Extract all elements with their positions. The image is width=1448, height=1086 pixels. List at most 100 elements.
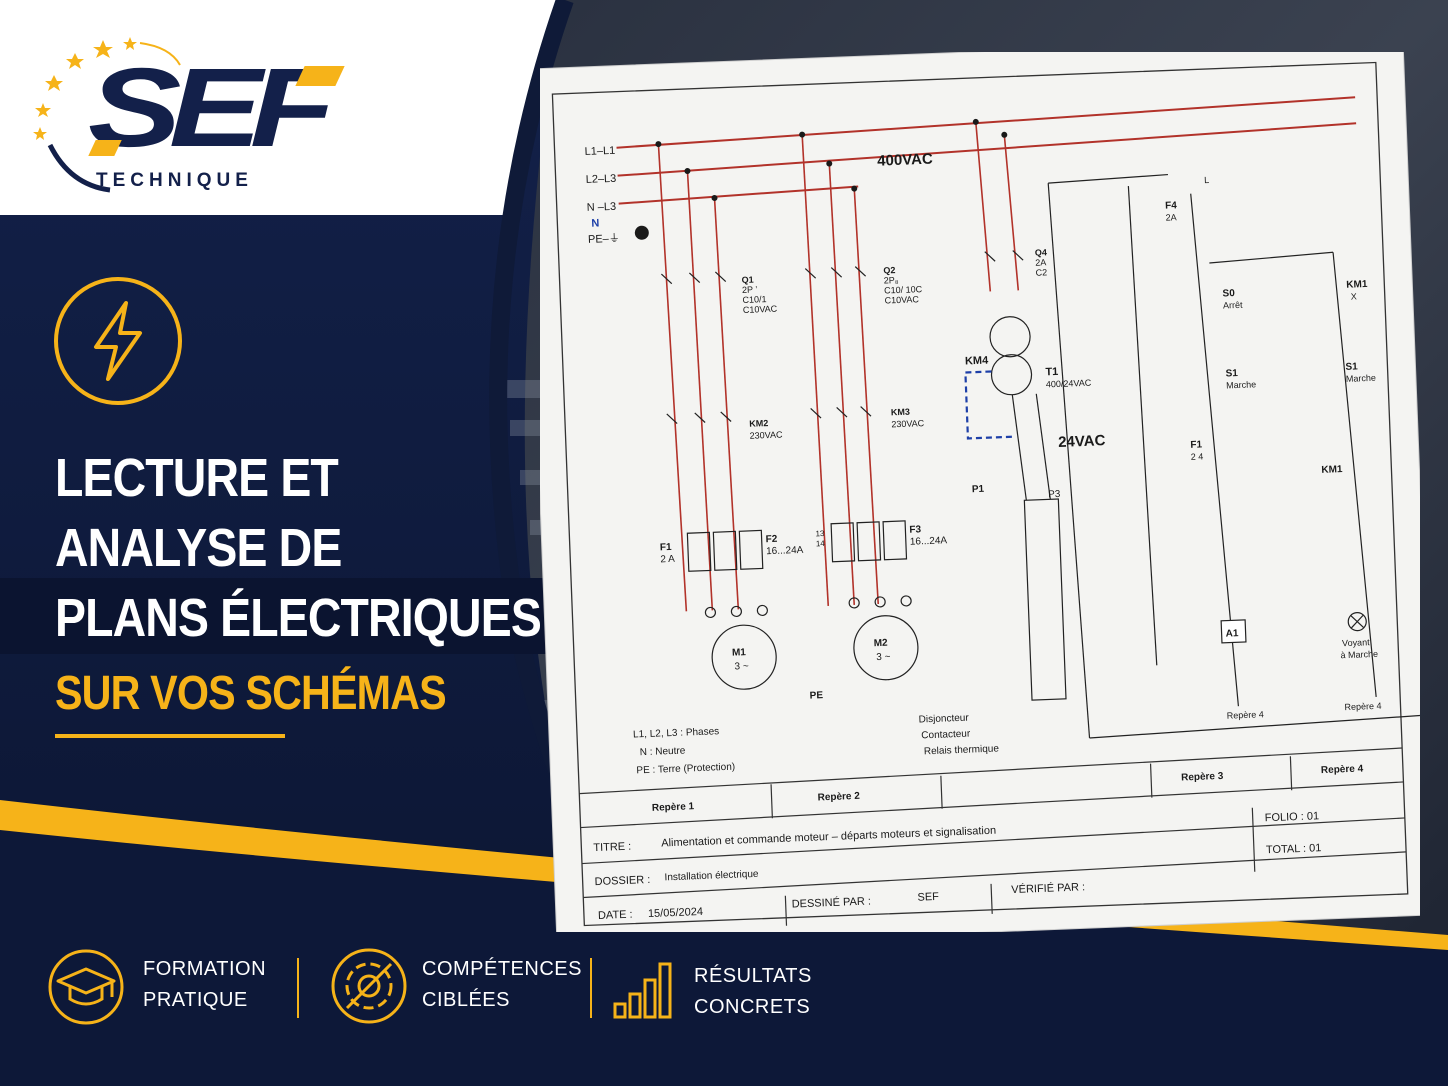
- headline-line-1: LECTURE ET: [55, 448, 339, 508]
- svg-text:Contacteur: Contacteur: [921, 729, 971, 742]
- label-pe: PE–⏚: [588, 232, 620, 246]
- svg-text:FOLIO : 01: FOLIO : 01: [1265, 810, 1320, 824]
- svg-text:L1, L2, L3 : Phases: L1, L2, L3 : Phases: [633, 726, 720, 740]
- svg-text:2P ’: 2P ’: [742, 284, 758, 295]
- svg-text:2A: 2A: [1165, 212, 1176, 222]
- logo-letters: SEF: [88, 45, 335, 170]
- label-l2: L2–L3: [585, 173, 616, 186]
- svg-text:DOSSIER :: DOSSIER :: [594, 874, 650, 888]
- feature-1-line-1: FORMATION: [143, 958, 267, 980]
- graduation-cap-icon: [48, 949, 124, 1025]
- svg-text:P1: P1: [972, 484, 985, 495]
- svg-text:Repère 4: Repère 4: [1321, 763, 1364, 776]
- divider: [590, 958, 592, 1018]
- svg-text:Repère 4: Repère 4: [1344, 701, 1381, 712]
- svg-text:230VAC: 230VAC: [891, 418, 925, 429]
- label-l1: L1–L1: [584, 145, 615, 158]
- svg-text:14: 14: [816, 539, 826, 548]
- svg-text:A1: A1: [1225, 628, 1239, 639]
- label-n: N –L3: [587, 201, 617, 214]
- svg-text:400/24VAC: 400/24VAC: [1046, 378, 1092, 390]
- feature-1-line-2: PRATIQUE: [143, 989, 248, 1011]
- svg-text:3 ~: 3 ~: [876, 652, 891, 664]
- svg-text:KM2: KM2: [749, 418, 768, 429]
- svg-text:M2: M2: [874, 638, 889, 650]
- svg-text:F3: F3: [909, 524, 922, 535]
- svg-text:DATE :: DATE :: [598, 909, 633, 922]
- svg-text:F1: F1: [660, 542, 673, 553]
- svg-text:230VAC: 230VAC: [749, 430, 783, 441]
- svg-text:F2: F2: [765, 534, 778, 545]
- svg-text:à Marche: à Marche: [1340, 649, 1378, 660]
- svg-text:VÉRIFIÉ PAR :: VÉRIFIÉ PAR :: [1011, 880, 1085, 896]
- bar-chart-icon: [613, 962, 672, 1019]
- label-n-short: N: [591, 217, 599, 229]
- svg-text:C10/ 10C: C10/ 10C: [884, 284, 923, 295]
- svg-text:16...24A: 16...24A: [766, 545, 804, 557]
- subtitle-underline: [55, 734, 285, 738]
- svg-text:DESSINÉ PAR :: DESSINÉ PAR :: [791, 894, 871, 910]
- headline-line-2: ANALYSE DE: [55, 518, 342, 578]
- svg-text:P3: P3: [1048, 489, 1061, 500]
- svg-text:Repère 3: Repère 3: [1181, 771, 1224, 784]
- svg-text:Q1: Q1: [741, 275, 753, 285]
- svg-text:Voyant: Voyant: [1342, 637, 1370, 648]
- svg-text:2A: 2A: [1035, 257, 1046, 267]
- svg-text:Relais thermique: Relais thermique: [924, 743, 1000, 757]
- svg-text:2 A: 2 A: [660, 554, 675, 566]
- svg-text:16...24A: 16...24A: [910, 535, 948, 547]
- headline-subtitle: SUR VOS SCHÉMAS: [55, 667, 447, 720]
- feature-3-line-1: RÉSULTATS: [694, 965, 812, 987]
- lightning-icon: [54, 277, 182, 405]
- svg-text:L: L: [1204, 175, 1209, 185]
- svg-text:Q2: Q2: [883, 265, 895, 275]
- feature-3-line-2: CONCRETS: [694, 996, 811, 1018]
- svg-text:TITRE :: TITRE :: [593, 841, 631, 854]
- svg-text:Installation électrique: Installation électrique: [664, 869, 759, 884]
- svg-text:Repère 1: Repère 1: [652, 801, 695, 814]
- headline-highlight: [0, 578, 574, 654]
- svg-text:SEF: SEF: [917, 891, 939, 904]
- svg-text:S1: S1: [1225, 368, 1238, 379]
- feature-2-line-1: COMPÉTENCES: [422, 958, 582, 980]
- svg-text:2P₈: 2P₈: [884, 275, 899, 286]
- svg-text:KM1: KM1: [1346, 279, 1368, 291]
- feature-2-line-2: CIBLÉES: [422, 989, 510, 1011]
- svg-text:F4: F4: [1165, 200, 1178, 211]
- headline-line-3: PLANS ÉLECTRIQUES: [55, 588, 542, 648]
- svg-text:Marche: Marche: [1226, 379, 1256, 390]
- svg-text:Marche: Marche: [1346, 373, 1376, 384]
- svg-text:S1: S1: [1345, 361, 1358, 372]
- svg-text:3 ~: 3 ~: [734, 661, 749, 673]
- svg-text:C10/1: C10/1: [742, 294, 766, 305]
- svg-text:Q4: Q4: [1035, 247, 1047, 257]
- svg-text:PE : Terre (Protection): PE : Terre (Protection): [636, 762, 735, 777]
- target-icon: [331, 948, 407, 1024]
- svg-text:C2: C2: [1035, 267, 1047, 277]
- svg-text:C10VAC: C10VAC: [743, 304, 778, 315]
- electrical-schematic: L1–L1 L2–L3 N –L3 N PE–⏚ 400VAC 24VAC Q1…: [540, 52, 1420, 932]
- svg-text:Repère 2: Repère 2: [817, 791, 860, 804]
- svg-text:Arrêt: Arrêt: [1223, 300, 1243, 311]
- svg-text:PE: PE: [810, 690, 824, 702]
- svg-text:Disjoncteur: Disjoncteur: [918, 713, 969, 726]
- svg-text:M1: M1: [732, 647, 747, 659]
- voltage-main: 400VAC: [877, 151, 933, 170]
- svg-text:15/05/2024: 15/05/2024: [648, 906, 703, 920]
- svg-text:T1: T1: [1045, 366, 1058, 378]
- svg-text:F1: F1: [1190, 439, 1203, 450]
- logo-sub: TECHNIQUE: [96, 170, 253, 191]
- svg-text:2 4: 2 4: [1191, 451, 1204, 461]
- divider: [297, 958, 299, 1018]
- voltage-control: 24VAC: [1058, 432, 1106, 451]
- star-icons: [33, 37, 137, 140]
- sef-logo: [33, 37, 181, 193]
- svg-text:S0: S0: [1222, 288, 1235, 299]
- svg-text:KM4: KM4: [965, 355, 990, 368]
- svg-text:N : Neutre: N : Neutre: [640, 745, 686, 758]
- svg-text:Repère 4: Repère 4: [1227, 709, 1264, 720]
- svg-text:13: 13: [815, 529, 825, 538]
- svg-text:KM1: KM1: [1321, 464, 1343, 476]
- svg-text:C10VAC: C10VAC: [884, 294, 919, 305]
- svg-text:KM3: KM3: [891, 407, 910, 418]
